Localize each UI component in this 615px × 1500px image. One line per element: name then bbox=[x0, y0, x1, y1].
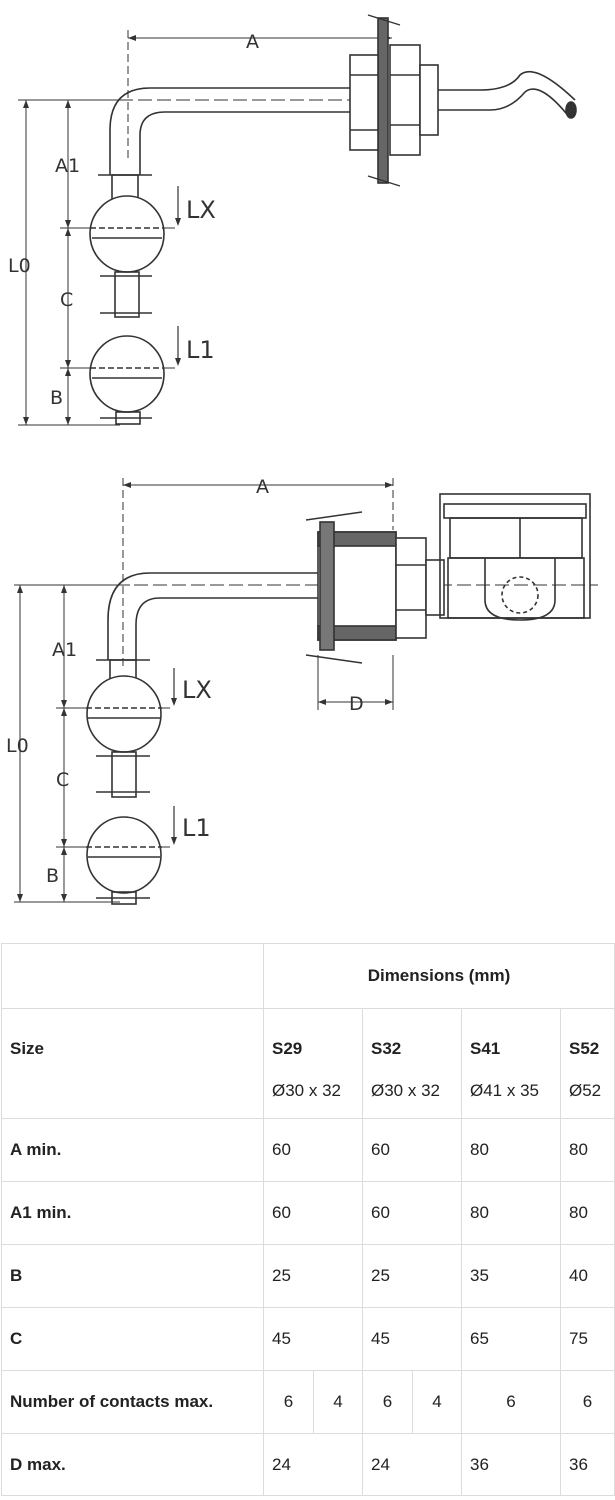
dim-label-a1: A1 bbox=[55, 155, 80, 177]
dim-label-b: B bbox=[50, 387, 63, 409]
cell: 25 bbox=[362, 1244, 462, 1308]
table-row-contacts: Number of contacts max. 6 4 6 4 6 6 bbox=[1, 1370, 615, 1434]
dim-label-l0: L0 bbox=[8, 255, 31, 277]
cell: 24 bbox=[362, 1433, 462, 1496]
dim-label-l1: L1 bbox=[186, 336, 215, 364]
table-row: A min. 60 60 80 80 bbox=[1, 1118, 615, 1182]
size-label: Size bbox=[1, 1008, 264, 1119]
table-row: C 45 45 65 75 bbox=[1, 1307, 615, 1371]
table-header-row: Dimensions (mm) bbox=[1, 943, 615, 1009]
cell: 75 bbox=[559, 1307, 615, 1371]
dim-label-d: D bbox=[349, 693, 364, 715]
cell: 36 bbox=[559, 1433, 615, 1496]
cell: 80 bbox=[461, 1118, 561, 1182]
cell: 24 bbox=[263, 1433, 363, 1496]
dim-label-c: C bbox=[60, 289, 73, 311]
cell: 4 bbox=[313, 1370, 363, 1434]
cell: 80 bbox=[559, 1181, 615, 1245]
cell: 6 bbox=[559, 1370, 615, 1434]
dim-label-l1: L1 bbox=[182, 814, 211, 842]
cell: 4 bbox=[412, 1370, 462, 1434]
table-row: A1 min. 60 60 80 80 bbox=[1, 1181, 615, 1245]
dim-label-a1: A1 bbox=[52, 639, 77, 661]
cell: 45 bbox=[362, 1307, 462, 1371]
empty-header-cell bbox=[1, 943, 264, 1009]
cell: 65 bbox=[461, 1307, 561, 1371]
cell: 60 bbox=[263, 1118, 363, 1182]
dimensions-header: Dimensions (mm) bbox=[262, 943, 615, 1009]
cell: 25 bbox=[263, 1244, 363, 1308]
row-label-contacts: Number of contacts max. bbox=[1, 1370, 264, 1434]
row-label-a-min: A min. bbox=[1, 1118, 264, 1182]
cell: 60 bbox=[263, 1181, 363, 1245]
cell: 80 bbox=[461, 1181, 561, 1245]
dim-label-a: A bbox=[246, 31, 259, 53]
dim-label-l0: L0 bbox=[6, 735, 29, 757]
dim-label-b: B bbox=[46, 865, 59, 887]
cell: 40 bbox=[559, 1244, 615, 1308]
row-label-d-max: D max. bbox=[1, 1433, 264, 1496]
row-label-c: C bbox=[1, 1307, 264, 1371]
cell: 6 bbox=[461, 1370, 561, 1434]
cell: 45 bbox=[263, 1307, 363, 1371]
cell: 60 bbox=[362, 1181, 462, 1245]
table-row: B 25 25 35 40 bbox=[1, 1244, 615, 1308]
cell: 36 bbox=[461, 1433, 561, 1496]
cell: 6 bbox=[362, 1370, 413, 1434]
cell: 35 bbox=[461, 1244, 561, 1308]
row-label-b: B bbox=[1, 1244, 264, 1308]
dim-label-lx: LX bbox=[186, 196, 216, 224]
cell: 80 bbox=[559, 1118, 615, 1182]
float-switch-drawing-top: A A1 LX L0 C L1 B bbox=[8, 14, 577, 426]
dim-label-a: A bbox=[256, 476, 269, 498]
row-label-a1-min: A1 min. bbox=[1, 1181, 264, 1245]
cell: 6 bbox=[263, 1370, 314, 1434]
float-switch-drawing-bottom: A A1 LX L0 C L1 B D bbox=[6, 476, 598, 905]
dim-label-lx: LX bbox=[182, 676, 212, 704]
table-row: D max. 24 24 36 36 bbox=[1, 1433, 615, 1496]
dim-label-c: C bbox=[56, 769, 69, 791]
cell: 60 bbox=[362, 1118, 462, 1182]
